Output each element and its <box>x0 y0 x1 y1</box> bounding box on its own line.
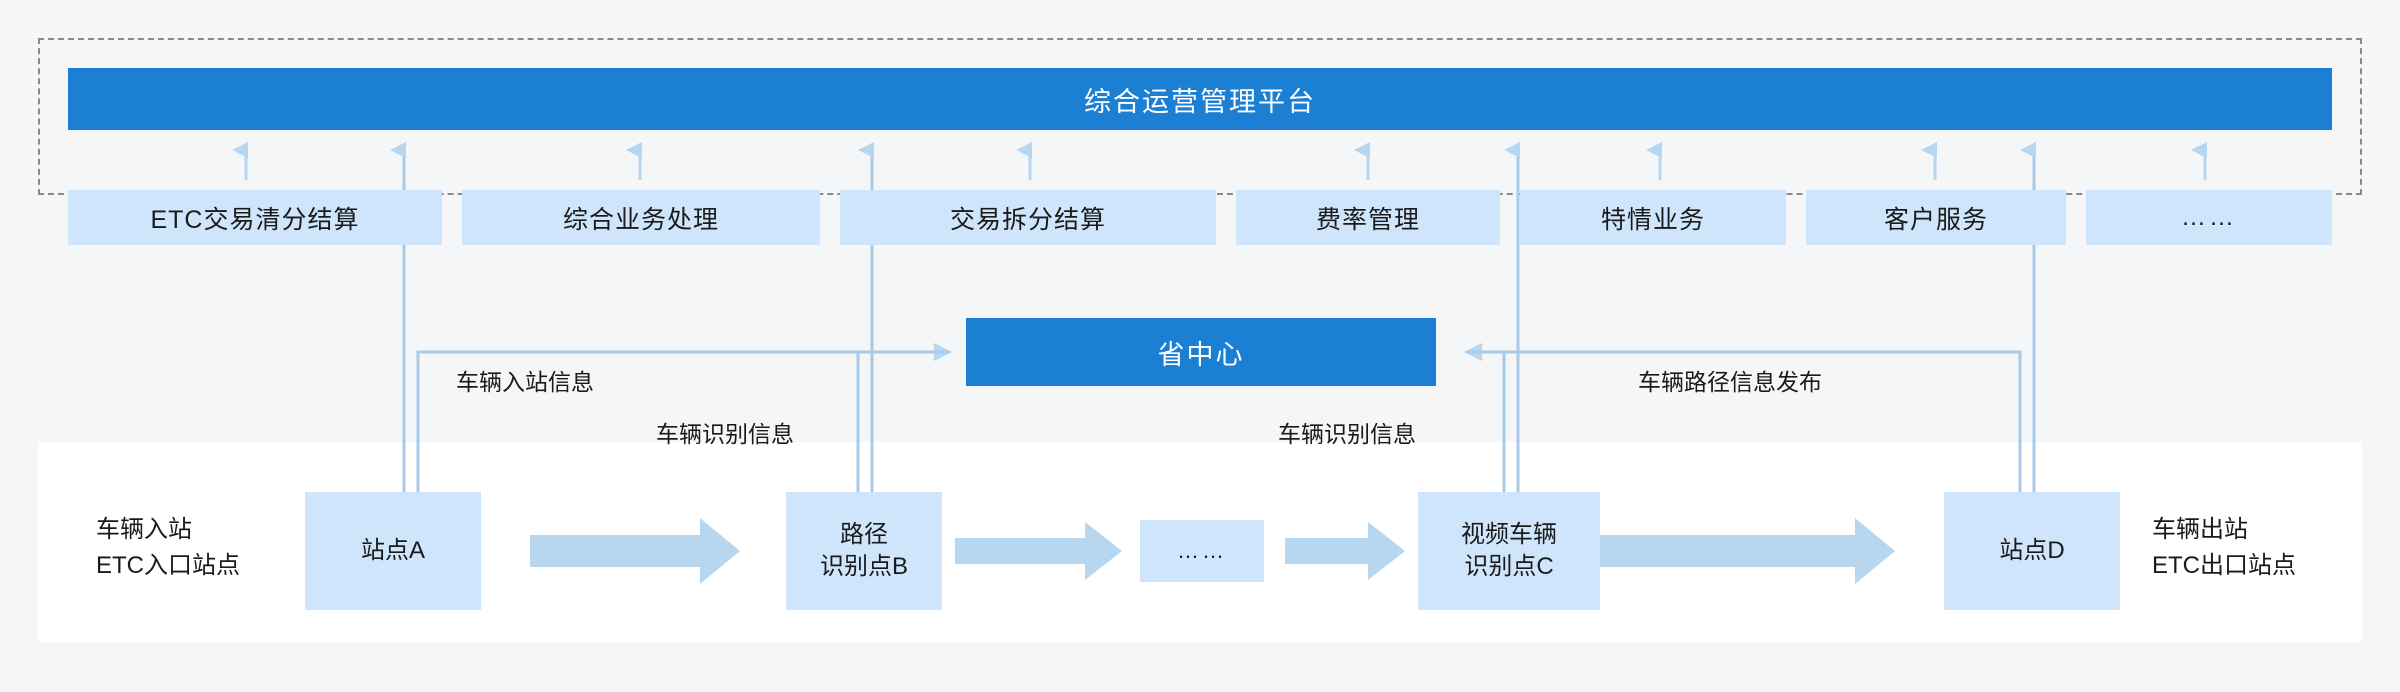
service-box-customer-service[interactable]: 客户服务 <box>1806 190 2066 245</box>
right-note-line-2: ETC出口站点 <box>2152 552 2296 579</box>
station-node-path-b[interactable]: 路径 识别点B <box>786 492 942 610</box>
right-note-line-1: 车辆出站 <box>2152 516 2248 543</box>
station-line-2: 识别点C <box>1464 553 1554 580</box>
platform-bar[interactable]: 综合运营管理平台 <box>68 68 2332 130</box>
flow-label-recognition-right: 车辆识别信息 <box>1278 421 1416 447</box>
service-box-special-case[interactable]: 特情业务 <box>1520 190 1786 245</box>
service-box-more[interactable]: …… <box>2086 190 2332 245</box>
service-box-transaction-split[interactable]: 交易拆分结算 <box>840 190 1216 245</box>
flow-label-recognition-left: 车辆识别信息 <box>656 421 794 447</box>
service-label: 综合业务处理 <box>562 205 719 234</box>
service-box-integrated-business[interactable]: 综合业务处理 <box>462 190 820 245</box>
left-note-line-2: ETC入口站点 <box>96 552 240 579</box>
left-note: 车辆入站 ETC入口站点 <box>96 512 240 584</box>
province-center-label: 省中心 <box>1157 339 1245 370</box>
service-label-ellipsis: …… <box>2181 203 2237 231</box>
service-label: 交易拆分结算 <box>949 205 1106 234</box>
right-note: 车辆出站 ETC出口站点 <box>2152 512 2296 584</box>
flow-label-entry-info: 车辆入站信息 <box>456 369 594 395</box>
station-line-1: …… <box>1177 538 1227 564</box>
service-label: ETC交易清分结算 <box>150 205 360 234</box>
left-note-line-1: 车辆入站 <box>96 516 192 543</box>
station-node-d[interactable]: 站点D <box>1944 492 2120 610</box>
province-center-box[interactable]: 省中心 <box>966 318 1436 386</box>
station-line-2: 识别点B <box>819 553 908 580</box>
station-line-1: 站点A <box>360 536 425 564</box>
station-node-ellipsis[interactable]: …… <box>1140 520 1264 582</box>
station-line-1: 站点D <box>1999 536 2065 564</box>
service-label: 特情业务 <box>1600 205 1705 234</box>
station-line-1: 视频车辆 <box>1461 520 1557 548</box>
flow-label-route-publish: 车辆路径信息发布 <box>1638 369 1822 395</box>
platform-title: 综合运营管理平台 <box>1084 86 1316 117</box>
service-label: 费率管理 <box>1315 205 1420 234</box>
station-node-video-c[interactable]: 视频车辆 识别点C <box>1418 492 1600 610</box>
station-line-1: 路径 <box>840 520 888 548</box>
station-node-a[interactable]: 站点A <box>305 492 481 610</box>
service-box-etc-clearing[interactable]: ETC交易清分结算 <box>68 190 442 245</box>
service-box-rate-management[interactable]: 费率管理 <box>1236 190 1500 245</box>
service-label: 客户服务 <box>1883 205 1988 234</box>
